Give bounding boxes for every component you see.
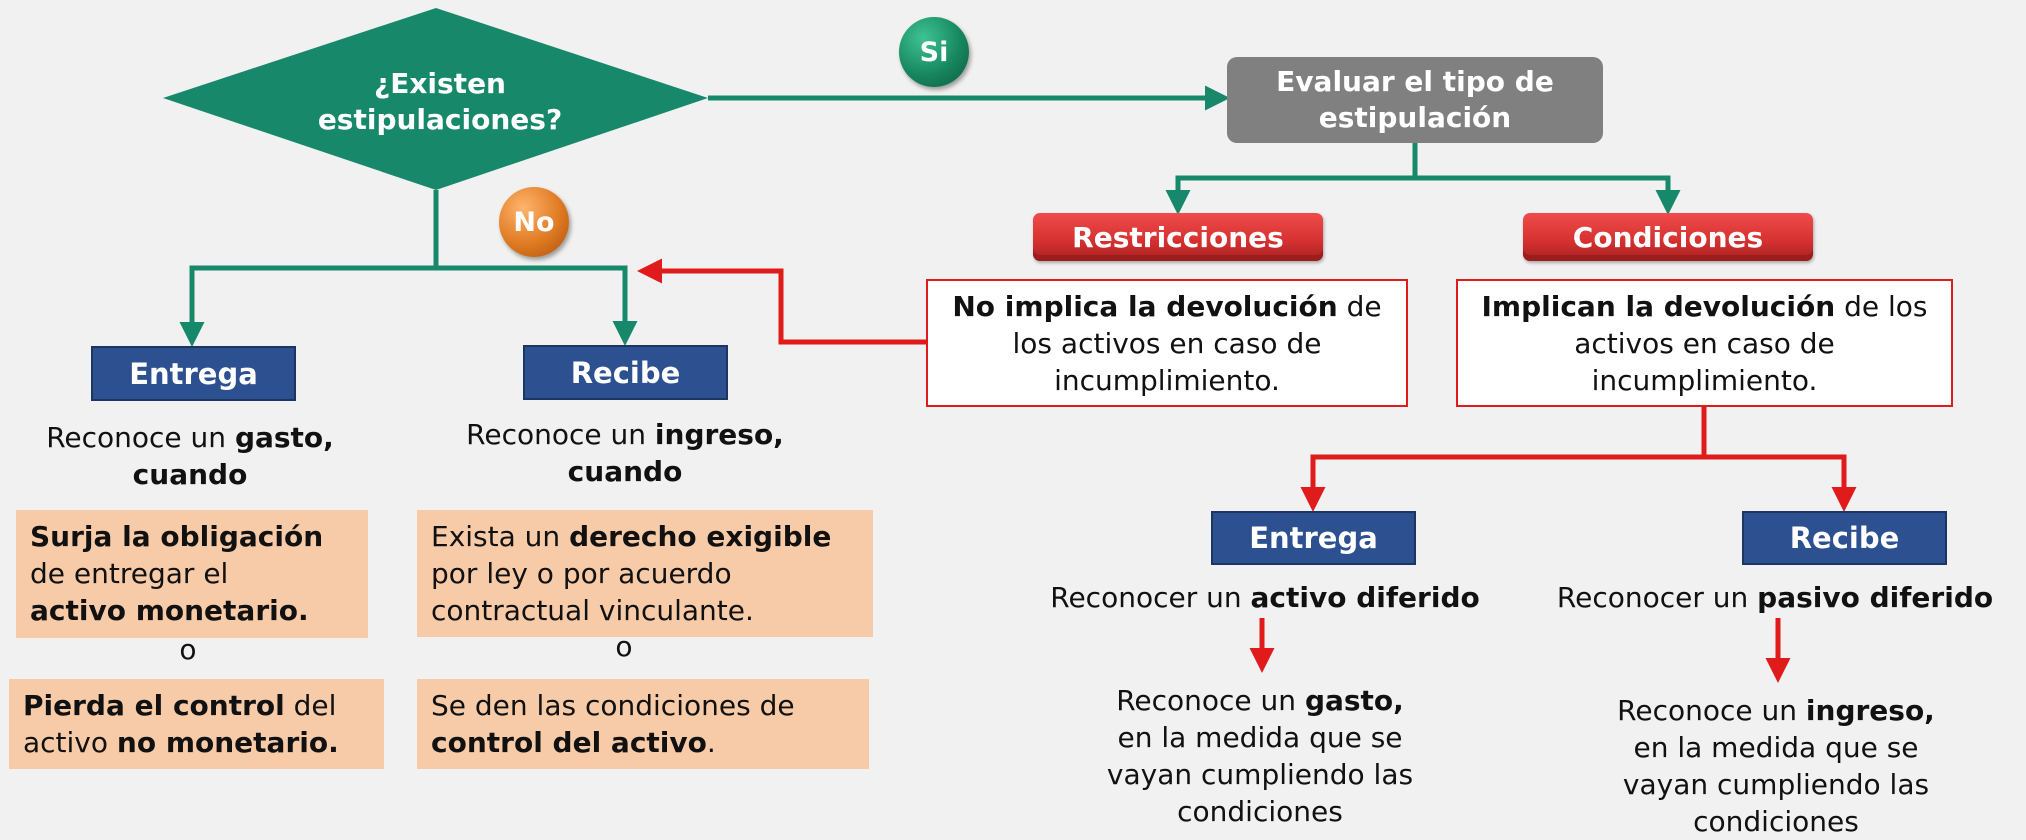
right-recibe-rec-pre: Reconocer un (1556, 581, 1758, 614)
restricciones-to-recibe-arrow (637, 258, 926, 345)
decision-text: ¿Existen estipulaciones? (250, 62, 630, 142)
right-entrega-outcome: Reconoce un gasto, en la medida que se v… (1060, 682, 1460, 830)
right-entrega-out-line3: vayan cumpliendo las (1106, 758, 1414, 791)
restricciones-desc-line3: incumplimiento. (1054, 363, 1280, 397)
left-entrega-rec-bold: gasto, (234, 421, 334, 454)
left-entrega-box1-mid: de entregar el (30, 557, 229, 590)
right-recibe-recognition: Reconocer un pasivo diferido (1530, 579, 2020, 616)
right-recibe-out-line4: condiciones (1693, 805, 1859, 838)
left-recibe-recognition: Reconoce un ingreso, cuando (430, 416, 820, 490)
left-recibe-condition-1: Exista un derecho exigible por ley o por… (417, 510, 873, 637)
left-entrega-box2-rest1: del (284, 689, 337, 722)
restricciones-desc-line2: los activos en caso de (1012, 326, 1322, 360)
decision-diamond (163, 8, 708, 190)
left-entrega-condition-1: Surja la obligación de entregar el activ… (16, 510, 368, 638)
no-branch-right-arrow (436, 265, 638, 346)
left-recibe-rec-bold: ingreso, (654, 418, 784, 451)
left-recibe-box2-bold: control del activo (431, 726, 707, 759)
left-entrega-box2-pre2: activo (23, 726, 117, 759)
right-entrega-recognition: Reconocer un activo diferido (1010, 579, 1520, 616)
condiciones-label: Condiciones (1523, 213, 1813, 261)
no-badge: No (499, 187, 569, 257)
left-entrega-box1-bold1: Surja la obligación (30, 520, 324, 553)
left-entrega-rec-line2: cuando (132, 458, 248, 491)
left-recibe-box2-line1: Se den las condiciones de (431, 689, 795, 722)
left-entrega-box2-bold1: Pierda el control (23, 689, 285, 722)
right-recibe-label: Recibe (1742, 511, 1947, 565)
condiciones-desc-bold: Implican la devolución (1481, 289, 1836, 323)
condiciones-description: Implican la devolución de los activos en… (1456, 279, 1953, 407)
restricciones-desc-rest: de (1337, 289, 1382, 323)
condiciones-desc-rest: de los (1835, 289, 1928, 323)
no-branch-left-arrow (179, 265, 436, 347)
evaluate-right-arrow (1415, 175, 1681, 215)
decision-line2: estipulaciones? (317, 103, 563, 136)
left-entrega-label: Entrega (91, 346, 296, 401)
condiciones-desc-line3: incumplimiento. (1591, 363, 1818, 397)
condiciones-right-arrow (1704, 454, 1857, 512)
left-entrega-or-separator: o (179, 633, 197, 666)
right-entrega-out-bold: gasto, (1304, 684, 1404, 717)
right-entrega-rec-bold: activo diferido (1250, 581, 1480, 614)
right-entrega-label: Entrega (1211, 511, 1416, 565)
left-entrega-rec-pre: Reconoce un (46, 421, 235, 454)
left-entrega-box2-bold2: no monetario. (116, 726, 339, 759)
evaluate-line2: estipulación (1318, 101, 1512, 134)
left-entrega-condition-2: Pierda el control del activo no monetari… (9, 679, 384, 769)
left-recibe-rec-line2: cuando (567, 455, 683, 488)
left-recibe-or-separator: o (615, 630, 633, 663)
evaluate-box: Evaluar el tipo de estipulación (1227, 57, 1603, 143)
right-recibe-out-bold: ingreso, (1805, 694, 1935, 727)
right-recibe-out-line2: en la medida que se (1633, 731, 1919, 764)
left-entrega-box1-bold2: activo monetario. (30, 594, 309, 627)
decision-line1: ¿Existen (373, 67, 506, 100)
left-recibe-box2-end: . (706, 726, 716, 759)
condiciones-desc-line2: activos en caso de (1574, 326, 1835, 360)
right-entrega-out-line4: condiciones (1177, 795, 1343, 828)
evaluate-left-arrow (1165, 175, 1415, 215)
left-recibe-label: Recibe (523, 345, 728, 400)
right-entrega-out-pre: Reconoce un (1116, 684, 1305, 717)
left-recibe-box1-pre: Exista un (431, 520, 570, 553)
yes-badge: Si (899, 17, 969, 87)
right-recibe-out-line3: vayan cumpliendo las (1622, 768, 1930, 801)
restricciones-description: No implica la devolución de los activos … (926, 279, 1408, 407)
right-recibe-outcome: Reconoce un ingreso, en la medida que se… (1576, 692, 1976, 840)
right-entrega-out-line2: en la medida que se (1117, 721, 1403, 754)
left-recibe-box1-line2: por ley o por acuerdo (431, 557, 732, 590)
right-entrega-rec-pre: Reconocer un (1050, 581, 1251, 614)
left-recibe-condition-2: Se den las condiciones de control del ac… (417, 679, 869, 769)
restricciones-label: Restricciones (1033, 213, 1323, 261)
right-recibe-rec-bold: pasivo diferido (1757, 581, 1994, 614)
left-recibe-rec-pre: Reconoce un (466, 418, 655, 451)
evaluate-line1: Evaluar el tipo de (1276, 65, 1554, 98)
left-recibe-box1-bold: derecho exigible (569, 520, 832, 553)
left-entrega-recognition: Reconoce un gasto, cuando (15, 419, 365, 493)
restricciones-desc-bold: No implica la devolución (952, 289, 1338, 323)
left-recibe-box1-line3: contractual vinculante. (431, 594, 754, 627)
right-recibe-out-pre: Reconoce un (1617, 694, 1806, 727)
condiciones-left-arrow (1300, 454, 1704, 512)
